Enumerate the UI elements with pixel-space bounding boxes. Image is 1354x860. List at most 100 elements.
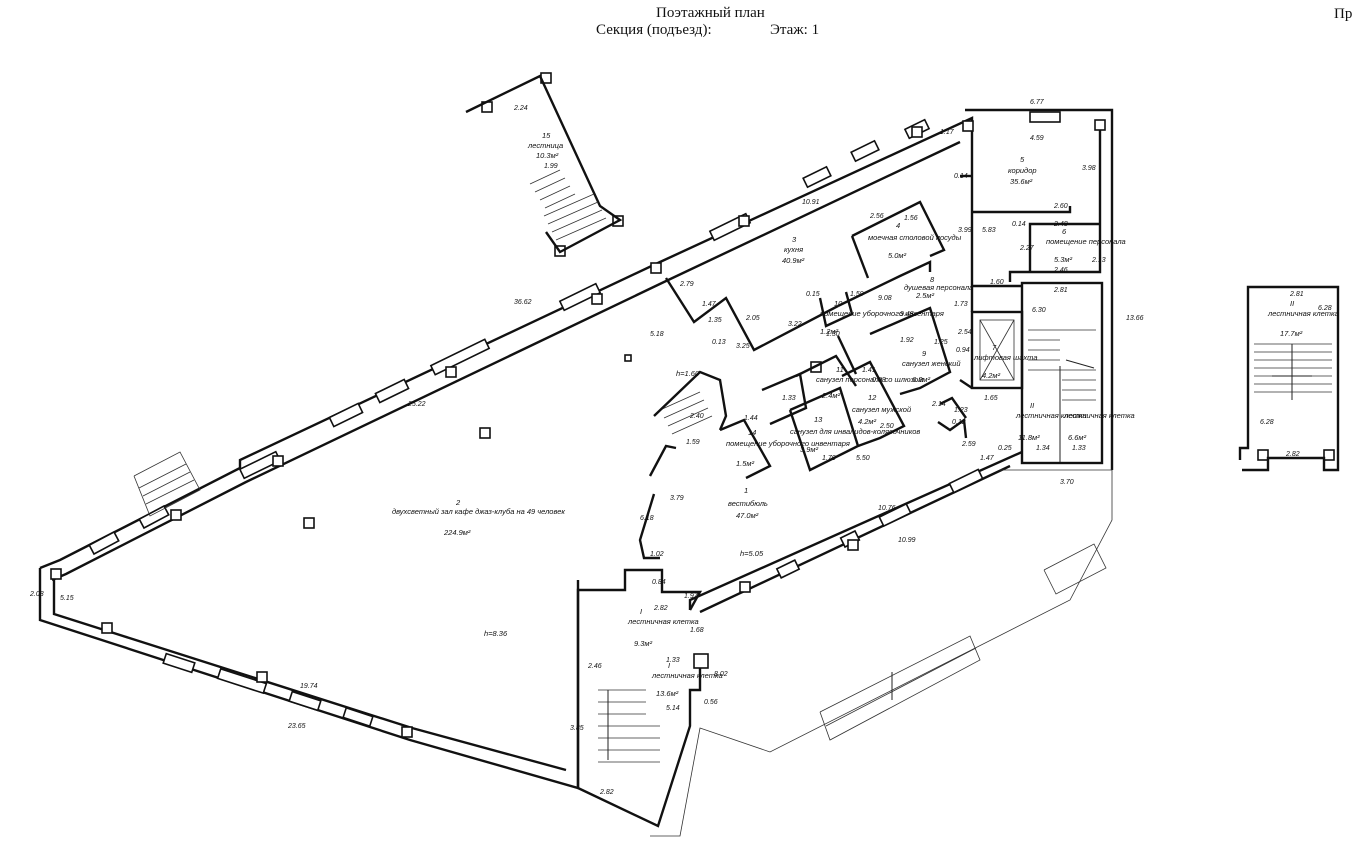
dim-2-14: 2.14 bbox=[931, 401, 946, 408]
dim-2-81: 2.81 bbox=[1053, 287, 1068, 294]
dim-25-22: 25.22 bbox=[407, 401, 426, 408]
stair-II-right-num: II bbox=[1290, 299, 1294, 308]
ramp-right bbox=[1043, 543, 1107, 595]
kitchen-wall-2 bbox=[837, 260, 932, 308]
entrance-steps-left bbox=[133, 451, 201, 517]
corridor-wall-top bbox=[965, 108, 1114, 470]
entrance-step-l1 bbox=[138, 463, 187, 489]
store-14-wall bbox=[761, 372, 808, 426]
height-vestibule: h=5.05 bbox=[740, 549, 764, 558]
dim-1-33b: 1.33 bbox=[666, 657, 680, 664]
room-6-area: 5.3м² bbox=[1054, 255, 1073, 264]
corner-text: Пр bbox=[1334, 6, 1353, 22]
window-6 bbox=[429, 338, 491, 376]
wc-women-wall bbox=[869, 306, 952, 396]
dim-2-46: 2.46 bbox=[1053, 267, 1068, 274]
partitions bbox=[638, 174, 1100, 560]
height-hall: h=8.36 bbox=[484, 629, 508, 638]
dim-8-02: 8.02 bbox=[714, 671, 728, 678]
dim-3-25: 3.25 bbox=[736, 343, 750, 350]
dim-1-92: 1.92 bbox=[900, 337, 914, 344]
dimensions: 36.62 25.22 19.74 23.65 10.91 10.76 10.9… bbox=[29, 99, 1332, 796]
stair-I-area: 9.3м² bbox=[634, 639, 653, 648]
window-5 bbox=[374, 378, 410, 404]
room-labels: 2 двухсветный зал кафе джаз-клуба на 49 … bbox=[392, 131, 1339, 698]
dim-0-14a: 0.14 bbox=[954, 173, 968, 180]
facade-wall-nw bbox=[39, 116, 974, 570]
dim-6-28a: 6.28 bbox=[1318, 305, 1332, 312]
entrance-step-l3 bbox=[145, 479, 195, 505]
stair-II-area: 11.8м² bbox=[1018, 433, 1040, 442]
dim-36-62: 36.62 bbox=[514, 299, 532, 306]
wall-e3 bbox=[959, 379, 973, 389]
room-1-name: вестибюль bbox=[728, 499, 768, 508]
room-7-name: лифтовая шахта bbox=[973, 353, 1038, 362]
column-2 bbox=[170, 509, 182, 521]
dim-2-82d: 2.82 bbox=[1285, 451, 1300, 458]
site-boundary bbox=[650, 469, 1113, 837]
column-1 bbox=[50, 568, 62, 580]
window-10 bbox=[850, 139, 880, 163]
window-14 bbox=[216, 667, 268, 695]
column-25 bbox=[1323, 449, 1335, 461]
windows bbox=[88, 111, 1061, 728]
room-3-name: кухня bbox=[784, 245, 803, 254]
dim-1-59b: 1.59 bbox=[686, 439, 700, 446]
column-16 bbox=[401, 726, 413, 738]
dim-0-13: 0.13 bbox=[712, 339, 726, 346]
room-8-name: душевая персонала bbox=[904, 283, 973, 292]
window-19 bbox=[775, 559, 801, 579]
room-4-name: моечная столовой посуды bbox=[868, 233, 962, 242]
column-15 bbox=[256, 671, 268, 683]
room-10-name: помещение уборочного инвентаря bbox=[820, 309, 944, 318]
column-17 bbox=[693, 653, 709, 669]
dim-1-44: 1.44 bbox=[744, 415, 758, 422]
vestibule-wall-2 bbox=[638, 493, 660, 560]
dim-3-22: 3.22 bbox=[788, 321, 802, 328]
window-13 bbox=[162, 652, 196, 674]
stair-I-lower-area: 13.6м² bbox=[656, 689, 679, 698]
elevator-diag-2 bbox=[979, 319, 1015, 381]
dim-13-66: 13.66 bbox=[1126, 315, 1144, 322]
dim-6-77: 6.77 bbox=[1030, 99, 1045, 106]
window-18 bbox=[878, 502, 912, 528]
dim-2-46b: 2.46 bbox=[587, 663, 602, 670]
dim-3-98: 3.98 bbox=[1082, 165, 1096, 172]
dim-1-65: 1.65 bbox=[984, 395, 998, 402]
dim-5-15: 5.15 bbox=[60, 595, 74, 602]
room-3-area: 40.9м² bbox=[782, 256, 805, 265]
room-1-num: 1 bbox=[744, 486, 748, 495]
window-12 bbox=[1029, 111, 1061, 123]
stair-I-walls bbox=[576, 568, 703, 788]
column-9 bbox=[962, 120, 974, 132]
dim-1-34: 1.34 bbox=[1036, 445, 1050, 452]
dim-2-60: 2.60 bbox=[1053, 203, 1068, 210]
dim-2-27: 2.27 bbox=[1019, 245, 1035, 252]
room-2-name: двухсветный зал кафе джаз-клуба на 49 че… bbox=[392, 507, 565, 516]
stair-II-small-name: лестничная клетка bbox=[1063, 411, 1135, 420]
dim-5-83: 5.83 bbox=[982, 227, 996, 234]
dim-9-48: 9.48 bbox=[900, 311, 914, 318]
room-5-name: коридор bbox=[1008, 166, 1037, 175]
dim-2-54: 2.54 bbox=[957, 329, 972, 336]
room-11-name: санузел персонала со шлюзом bbox=[816, 375, 923, 384]
room-14-area: 1.5м² bbox=[736, 459, 755, 468]
column-5 bbox=[591, 293, 603, 305]
room-13-num: 13 bbox=[814, 415, 823, 424]
dim-1-47: 1.47 bbox=[702, 301, 717, 308]
dim-1-33c: 1.33 bbox=[1072, 445, 1086, 452]
staircases bbox=[133, 74, 1340, 837]
room-8-area: 2.5м² bbox=[915, 291, 935, 300]
dim-1-41: 1.41 bbox=[862, 367, 876, 374]
staff-room-wall bbox=[1028, 222, 1100, 272]
dim-5-50: 5.50 bbox=[856, 455, 870, 462]
dim-6-28b: 6.28 bbox=[1260, 419, 1274, 426]
stair-I-num: I bbox=[640, 607, 642, 616]
dim-2-13: 2.13 bbox=[1091, 257, 1106, 264]
room-9-name: санузел женский bbox=[902, 359, 961, 368]
dim-2-24: 2.24 bbox=[513, 105, 528, 112]
window-7 bbox=[558, 282, 602, 312]
dim-2-40: 2.40 bbox=[689, 413, 704, 420]
corridor-wall-right-inner bbox=[1008, 124, 1102, 282]
